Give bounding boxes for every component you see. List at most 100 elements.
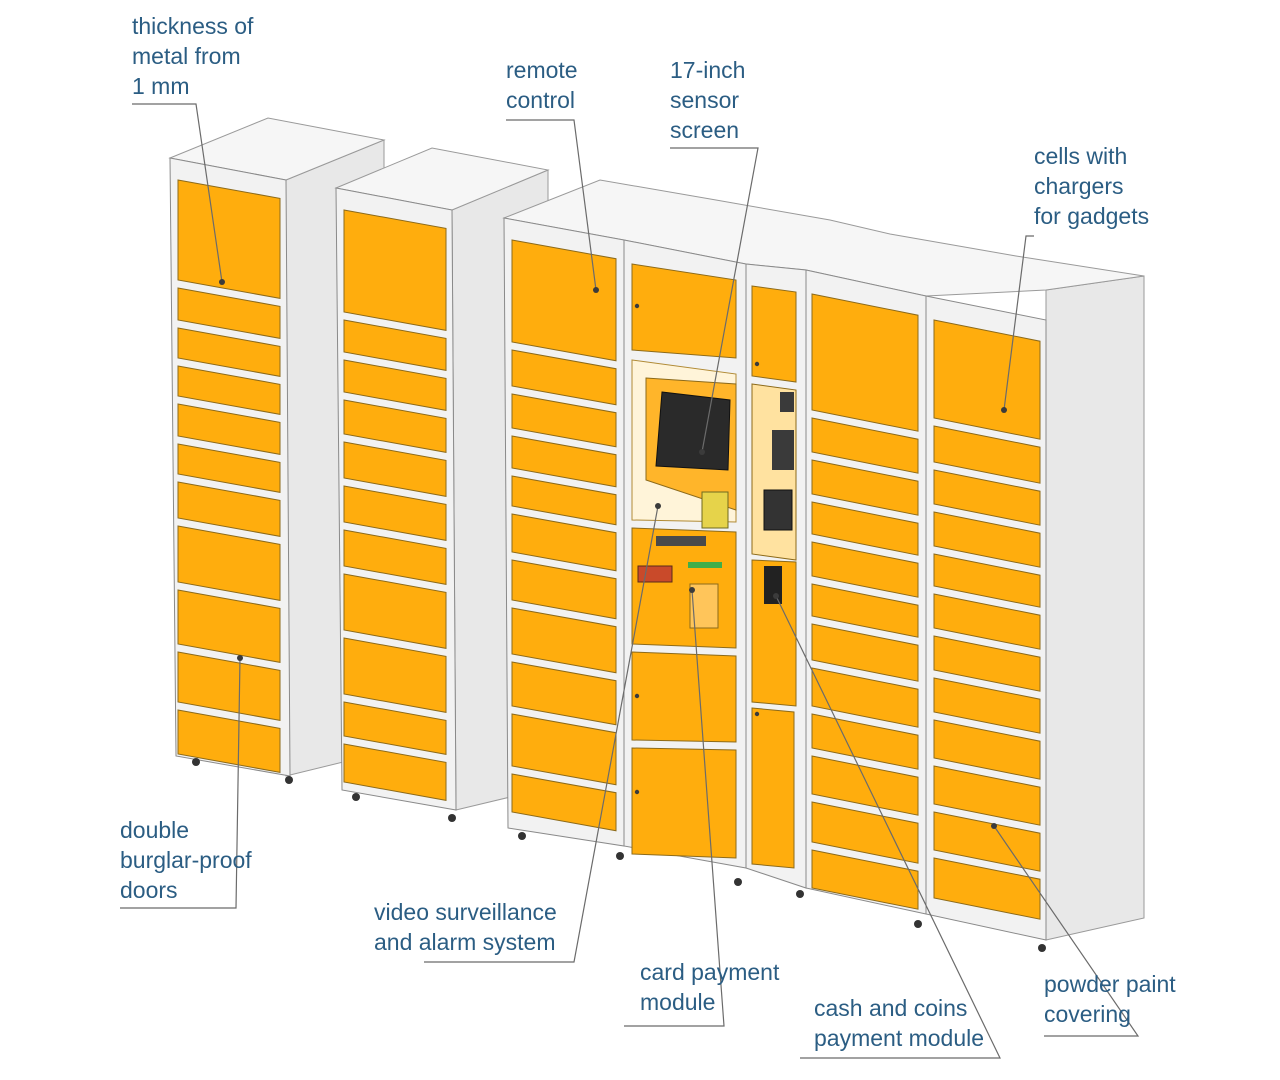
column-2-door <box>343 359 447 411</box>
column-3-door <box>511 475 617 526</box>
locker-column-2 <box>334 147 550 822</box>
svg-text:sensor: sensor <box>670 87 739 113</box>
column-3-door <box>511 661 617 726</box>
column-7-door <box>933 511 1041 568</box>
column-6-door <box>811 417 919 474</box>
column-7-door <box>933 677 1041 734</box>
column-6-door <box>811 623 919 682</box>
svg-text:module: module <box>640 989 715 1015</box>
column-1-door <box>177 403 281 455</box>
column-7-door <box>933 553 1041 608</box>
column-6-door <box>811 755 919 816</box>
column-1-door <box>177 443 281 493</box>
callout-remote-control: remote control <box>506 57 578 113</box>
svg-text:double: double <box>120 817 189 843</box>
column-7-doors <box>933 319 1041 920</box>
column-3-door <box>511 239 617 362</box>
column-7-door <box>933 811 1041 872</box>
column-2-door <box>343 573 447 649</box>
column-1-door <box>177 365 281 415</box>
column-2-door <box>343 743 447 801</box>
narrow-lower-door <box>751 707 795 869</box>
column-3-door <box>511 773 617 832</box>
callout-cells-chargers: cells with chargers for gadgets <box>1034 143 1149 229</box>
column-3-door <box>511 559 617 620</box>
column-6-door <box>811 713 919 770</box>
column-2-doors <box>343 209 447 801</box>
column-7-door <box>933 719 1041 780</box>
card-reader <box>701 491 729 529</box>
top-cell-door <box>631 263 737 359</box>
svg-text:doors: doors <box>120 877 178 903</box>
svg-text:remote: remote <box>506 57 578 83</box>
bill-acceptor <box>764 566 782 604</box>
lower-cell-door-1 <box>631 651 737 743</box>
narrow-cell-door <box>751 285 797 383</box>
callout-sensor-screen: 17-inch sensor screen <box>670 57 745 143</box>
column-3-door <box>511 393 617 448</box>
column-6-door <box>811 849 919 910</box>
svg-text:for gadgets: for gadgets <box>1034 203 1149 229</box>
column-7-door <box>933 635 1041 692</box>
column-6-door <box>811 667 919 728</box>
svg-text:metal from: metal from <box>132 43 241 69</box>
callout-cash-coins: cash and coins payment module <box>814 995 984 1051</box>
svg-text:and alarm system: and alarm system <box>374 929 556 955</box>
column-2-door <box>343 485 447 541</box>
callout-card-payment: card payment module <box>640 959 780 1015</box>
callout-video-surveillance: video surveillance and alarm system <box>374 899 557 955</box>
column-1-door <box>177 589 281 663</box>
svg-text:17-inch: 17-inch <box>670 57 745 83</box>
column-3-door <box>511 513 617 572</box>
column-7-door <box>933 857 1041 920</box>
svg-text:cells with: cells with <box>1034 143 1127 169</box>
column-7-door <box>933 593 1041 650</box>
coin-return <box>637 565 673 583</box>
coin-acceptor <box>772 430 794 470</box>
status-light <box>688 562 722 568</box>
column-3-door <box>511 713 617 786</box>
callout-burglar-proof-doors: double burglar-proof doors <box>120 817 252 903</box>
column-2-door <box>343 441 447 497</box>
locker-bank <box>502 179 1145 952</box>
column-2-door <box>343 209 447 331</box>
svg-text:chargers: chargers <box>1034 173 1123 199</box>
touch-screen <box>655 391 731 471</box>
callout-powder-paint: powder paint covering <box>1044 971 1176 1027</box>
column-2-door <box>343 701 447 755</box>
column-6-doors <box>811 293 919 910</box>
column-2-door <box>343 399 447 453</box>
svg-text:control: control <box>506 87 575 113</box>
column-7-door <box>933 319 1041 440</box>
column-1-door <box>177 481 281 537</box>
svg-text:card payment: card payment <box>640 959 780 985</box>
svg-text:screen: screen <box>670 117 739 143</box>
cash-box-door <box>751 559 797 707</box>
column-1-door <box>177 287 281 339</box>
column-1-doors <box>177 179 281 773</box>
svg-text:cash and coins: cash and coins <box>814 995 967 1021</box>
leader-lines <box>120 103 1140 1059</box>
svg-text:video surveillance: video surveillance <box>374 899 557 925</box>
callout-thickness: thickness of metal from 1 mm <box>132 13 254 99</box>
column-1-door <box>177 709 281 773</box>
column-6-door <box>811 541 919 598</box>
svg-text:payment module: payment module <box>814 1025 984 1051</box>
column-3-door <box>511 607 617 674</box>
column-3-door <box>511 349 617 406</box>
pin-pad <box>763 489 793 531</box>
column-6-door <box>811 459 919 516</box>
column-3-doors <box>511 239 617 832</box>
column-1-door <box>177 327 281 377</box>
column-1-door <box>177 179 281 299</box>
column-2-door <box>343 529 447 585</box>
column-3-door <box>511 435 617 488</box>
column-1-door <box>177 525 281 601</box>
lower-cell-door-2 <box>631 747 737 859</box>
svg-text:1 mm: 1 mm <box>132 73 190 99</box>
receipt-slot <box>656 536 706 546</box>
svg-text:thickness of: thickness of <box>132 13 254 39</box>
svg-text:powder paint: powder paint <box>1044 971 1176 997</box>
column-7-door <box>933 765 1041 826</box>
